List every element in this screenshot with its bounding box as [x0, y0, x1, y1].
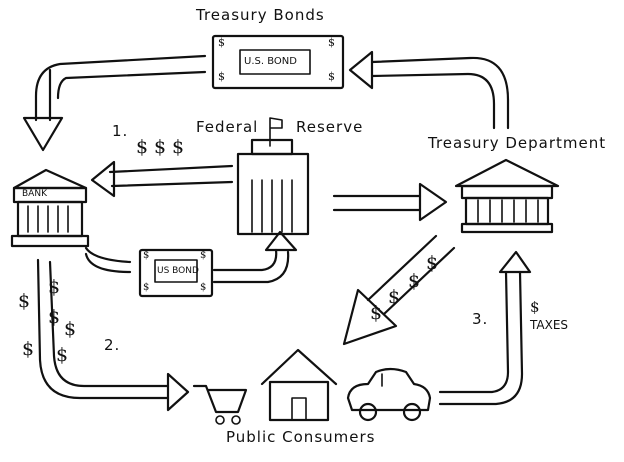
public-consumers-label: Public Consumers [226, 428, 376, 446]
step-1-label: 1. [112, 122, 129, 140]
federal-label: Federal [196, 118, 259, 136]
dollar-sign: $ [56, 344, 69, 366]
dollar-sign: $ [48, 306, 61, 328]
arrow-treasury-to-public [366, 234, 456, 316]
dollar-sign: $ [388, 286, 401, 308]
arrow-bonds-to-bank [34, 54, 207, 122]
dollar-sign: $ [200, 282, 207, 293]
bond-mid-label: US BOND [157, 266, 199, 276]
treasury-bond-illustration [211, 34, 345, 90]
dollar-sign: $ [172, 136, 185, 158]
arrow-taxes-to-treasury [438, 270, 524, 406]
dollar-sign: $ [136, 136, 149, 158]
arrow-bank-to-fed [84, 246, 290, 284]
house-illustration [260, 348, 338, 422]
bond-top-label: U.S. BOND [244, 56, 297, 67]
step-3-label: 3. [472, 310, 489, 328]
dollar-sign: $ [22, 338, 35, 360]
dollar-sign: $ [18, 290, 31, 312]
bank-bond-illustration [138, 248, 214, 298]
taxes-label: TAXES [530, 318, 569, 332]
dollar-sign: $ [408, 270, 421, 292]
car-illustration [346, 367, 432, 422]
treasury-department-building [454, 158, 560, 234]
dollar-sign: $ [426, 252, 439, 274]
bank-building [10, 168, 90, 248]
treasury-bonds-title: Treasury Bonds [196, 6, 325, 24]
dollar-sign: $ [154, 136, 167, 158]
reserve-label: Reserve [296, 118, 364, 136]
arrow-fed-to-treasury [332, 194, 422, 212]
dollar-sign: $ [328, 36, 335, 49]
dollar-sign: $ [143, 282, 150, 293]
dollar-sign: $ [370, 302, 383, 324]
dollar-sign: $ [64, 318, 77, 340]
arrow-fed-to-bank [108, 164, 234, 188]
dollar-sign: $ [48, 276, 61, 298]
dollar-sign: $ [218, 70, 225, 83]
dollar-sign: $ [328, 70, 335, 83]
dollar-sign: $ [143, 250, 150, 261]
bank-label: BANK [22, 189, 47, 199]
dollar-sign: $ [218, 36, 225, 49]
federal-reserve-building [236, 117, 310, 236]
step-2-label: 2. [104, 336, 121, 354]
dollar-sign: $ [200, 250, 207, 261]
arrow-bank-to-public [36, 258, 170, 400]
treasury-department-label: Treasury Department [428, 134, 607, 152]
arrow-treasury-to-bonds [370, 56, 510, 130]
dollar-sign: $ [530, 298, 540, 316]
shopping-cart-illustration [192, 384, 248, 425]
